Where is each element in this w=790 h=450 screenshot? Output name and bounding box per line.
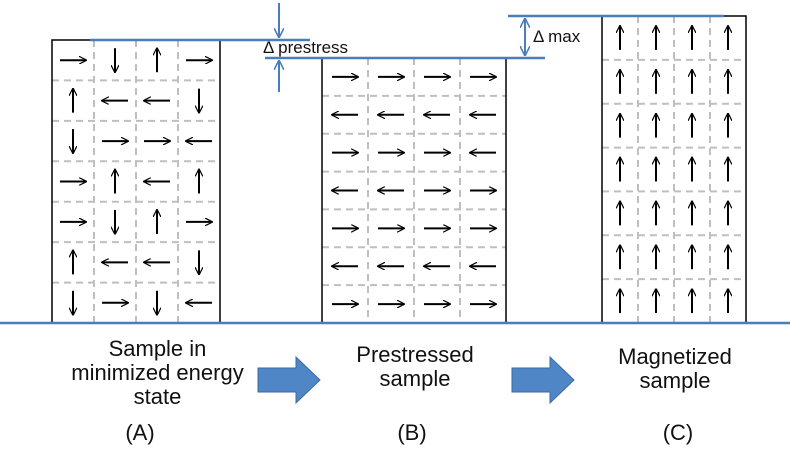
letter-a: (A) bbox=[125, 420, 155, 445]
caption-b-line-2: sample bbox=[379, 366, 451, 391]
caption-a-line-2: minimized energy bbox=[71, 360, 244, 385]
sample-c bbox=[601, 15, 747, 324]
caption-a: Sample in minimized energy state bbox=[55, 337, 260, 409]
letter-c: (C) bbox=[662, 420, 694, 445]
caption-b-line-1: Prestressed bbox=[356, 342, 474, 367]
caption-a-line-3: state bbox=[133, 384, 182, 409]
flow-arrow-a-b bbox=[257, 355, 321, 405]
flow-arrow-b-c bbox=[511, 355, 575, 405]
sample-b bbox=[321, 57, 507, 324]
sample-a bbox=[51, 39, 221, 324]
letter-b: (B) bbox=[397, 420, 427, 445]
sample-outline bbox=[601, 15, 747, 324]
prestress-label: Δ prestress bbox=[263, 38, 348, 57]
caption-a-line-1: Sample in bbox=[108, 336, 207, 361]
max-label: Δ max bbox=[533, 27, 581, 46]
caption-c: Magnetized sample bbox=[570, 345, 780, 393]
caption-c-line-2: sample bbox=[639, 368, 711, 393]
caption-b: Prestressed sample bbox=[310, 343, 520, 391]
caption-c-line-1: Magnetized bbox=[618, 344, 732, 369]
